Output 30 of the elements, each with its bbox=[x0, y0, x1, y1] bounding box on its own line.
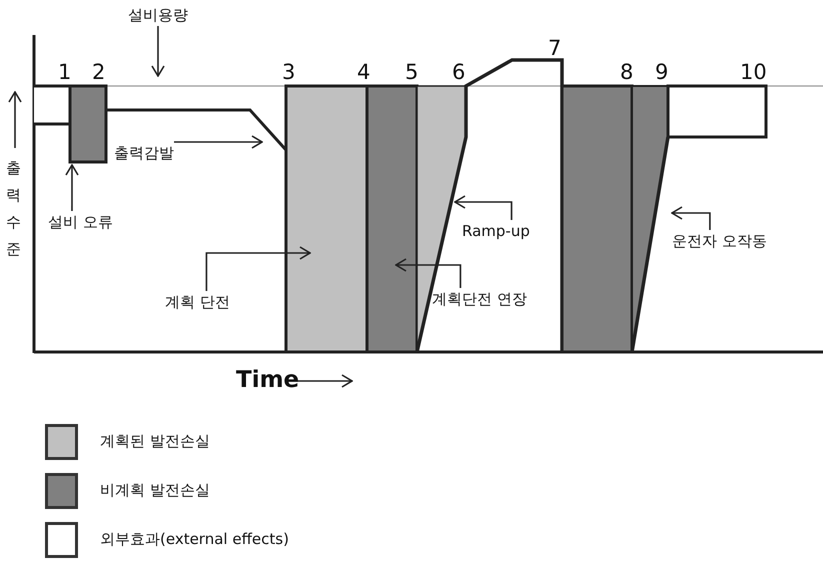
arrow bbox=[174, 135, 263, 149]
period-number: 2 bbox=[92, 60, 106, 86]
axis-title: 출력수준 bbox=[6, 158, 22, 260]
period-number: 1 bbox=[58, 60, 72, 86]
axis-title: Time bbox=[236, 367, 300, 395]
legend-label: 비계획 발전손실 bbox=[100, 481, 210, 499]
legend-label: 계획된 발전손실 bbox=[100, 432, 210, 450]
callout-label: 운전자 오작동 bbox=[672, 232, 767, 250]
period-number: 3 bbox=[282, 60, 296, 86]
callout-label: 설비용량 bbox=[128, 6, 188, 24]
arrow bbox=[671, 206, 711, 230]
callout-label: Ramp-up bbox=[462, 222, 530, 240]
callout-label: 설비 오류 bbox=[48, 213, 113, 231]
arrow bbox=[454, 195, 512, 220]
callout-label: 출력감발 bbox=[114, 144, 174, 162]
period-number: 5 bbox=[405, 60, 418, 86]
arrow bbox=[206, 246, 311, 291]
period-number: 6 bbox=[452, 60, 466, 86]
callout-label: 계획 단전 bbox=[165, 293, 230, 311]
callout-label: 계획단전 연장 bbox=[432, 290, 527, 308]
period-number: 4 bbox=[357, 60, 370, 86]
period-number: 7 bbox=[548, 36, 562, 62]
period-number: 8 bbox=[620, 60, 634, 86]
legend-label: 외부효과(external effects) bbox=[100, 530, 289, 548]
period-number: 10 bbox=[740, 60, 767, 86]
arrow bbox=[151, 26, 165, 77]
arrow bbox=[65, 164, 79, 211]
period-number: 9 bbox=[655, 60, 668, 86]
outage-bar bbox=[68, 84, 108, 164]
arrow bbox=[395, 258, 462, 288]
